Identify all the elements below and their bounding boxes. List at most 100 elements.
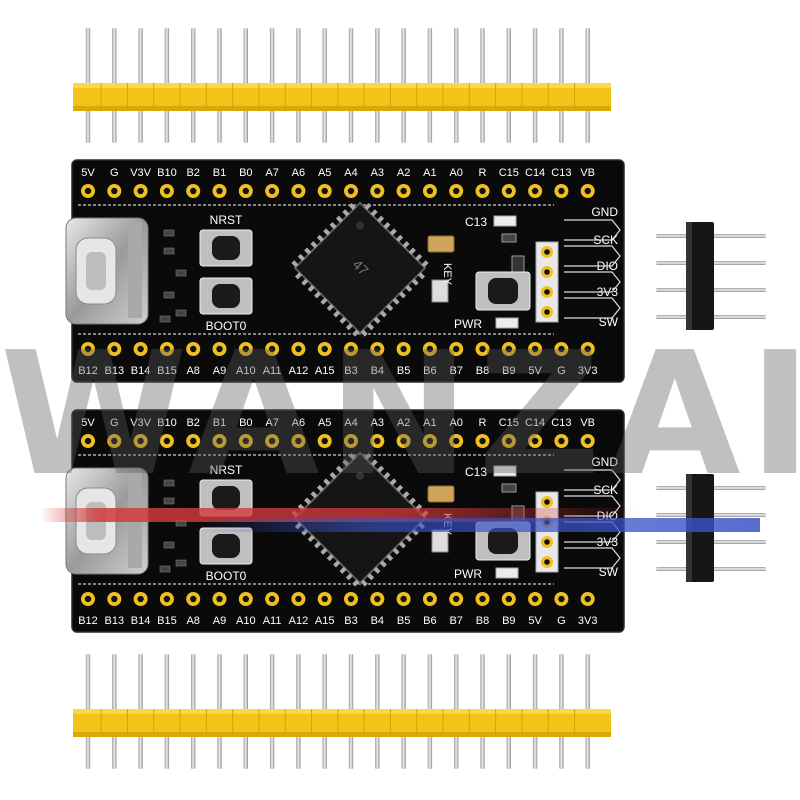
mcu-lead bbox=[304, 247, 312, 255]
pin-label: C15 bbox=[499, 417, 519, 429]
pin-hole bbox=[190, 437, 197, 445]
header-strips bbox=[73, 28, 611, 769]
pin-hole bbox=[400, 345, 407, 353]
swd-hole bbox=[544, 289, 550, 295]
smd-part bbox=[163, 541, 175, 549]
pin-label: B9 bbox=[502, 615, 515, 627]
pin-hole bbox=[137, 595, 144, 603]
pin-label: V3V bbox=[130, 417, 151, 429]
watermark-stripes bbox=[40, 508, 760, 532]
pin-hole bbox=[242, 437, 249, 445]
swd-arrow bbox=[564, 547, 621, 569]
pin-hole bbox=[268, 437, 276, 445]
power-led bbox=[495, 317, 519, 329]
pin-hole bbox=[242, 187, 249, 195]
pin-hole bbox=[374, 595, 381, 603]
pin-hole bbox=[268, 187, 276, 195]
pin-hole bbox=[111, 437, 118, 445]
header-strip-top bbox=[73, 28, 611, 143]
pin-hole bbox=[111, 187, 118, 195]
pin-hole bbox=[216, 345, 223, 353]
pin-label: B13 bbox=[105, 615, 125, 627]
swd-arrow bbox=[564, 245, 621, 267]
pin-hole bbox=[347, 345, 355, 353]
pin-hole bbox=[190, 345, 197, 353]
pin-hole bbox=[531, 437, 539, 445]
pin-hole bbox=[453, 187, 460, 195]
pin-label: A3 bbox=[371, 167, 384, 179]
pin-label: A7 bbox=[265, 167, 278, 179]
smd-part bbox=[163, 247, 175, 255]
mcu-lead bbox=[392, 547, 400, 555]
mcu-lead bbox=[314, 291, 322, 299]
mcu-lead bbox=[364, 452, 372, 461]
mcu-lead bbox=[367, 323, 375, 331]
mcu-lead bbox=[316, 484, 324, 492]
pin-hole bbox=[268, 345, 276, 353]
mcu-lead bbox=[320, 547, 328, 555]
smd-part bbox=[159, 565, 171, 573]
led-label: C13 bbox=[465, 465, 487, 479]
pin-hole bbox=[558, 187, 565, 195]
pin-label: 5V bbox=[528, 615, 542, 627]
pin-hole bbox=[321, 595, 328, 603]
pin-label: B0 bbox=[239, 417, 252, 429]
mcu-lead bbox=[411, 278, 419, 286]
pin-label: B12 bbox=[78, 365, 98, 377]
pin-hole bbox=[163, 437, 171, 445]
pin-hole bbox=[400, 187, 407, 195]
mcu-lead bbox=[383, 222, 391, 230]
pin-label: A1 bbox=[423, 167, 436, 179]
reset-label: NRST bbox=[210, 213, 243, 227]
boot-button bbox=[199, 277, 253, 315]
usb-c-connector bbox=[65, 217, 149, 325]
pin-label: B6 bbox=[423, 615, 436, 627]
mcu-lead bbox=[333, 310, 341, 318]
pin-label: B9 bbox=[502, 365, 515, 377]
mcu-pin1-dot bbox=[356, 471, 364, 480]
pin-label: B5 bbox=[397, 615, 410, 627]
mcu-lead bbox=[329, 222, 337, 230]
boot-button bbox=[199, 527, 253, 565]
pin-label: G bbox=[557, 365, 566, 377]
mcu-lead bbox=[345, 323, 353, 331]
pin-hole bbox=[505, 595, 512, 603]
swd-arrow bbox=[564, 219, 621, 241]
pin-label: B8 bbox=[476, 365, 489, 377]
pin-hole bbox=[453, 345, 460, 353]
pin-hole bbox=[84, 187, 92, 195]
swd-hole bbox=[544, 249, 550, 255]
pin-label: A3 bbox=[371, 417, 384, 429]
mcu-lead bbox=[342, 459, 350, 467]
reset-button bbox=[199, 479, 253, 517]
header-plastic-highlight bbox=[73, 83, 611, 88]
mcu-lead bbox=[364, 202, 372, 211]
header-body-highlight bbox=[686, 222, 692, 330]
mcu-lead bbox=[389, 228, 397, 236]
pin-label: B10 bbox=[157, 417, 177, 429]
pin-hole bbox=[426, 437, 434, 445]
pin-label: B6 bbox=[423, 365, 436, 377]
pin-hole bbox=[216, 187, 223, 195]
button-cap bbox=[488, 278, 518, 304]
power-label: PWR bbox=[454, 317, 482, 331]
pin-label: A9 bbox=[213, 365, 226, 377]
button-cap bbox=[488, 528, 518, 554]
mcu-lead bbox=[373, 316, 381, 324]
usb-rear bbox=[128, 222, 142, 318]
mcu-lead bbox=[402, 491, 410, 499]
smd-part bbox=[175, 559, 187, 567]
swd-label: GND bbox=[591, 455, 618, 469]
pin-hole bbox=[321, 437, 328, 445]
pin-label: A7 bbox=[265, 417, 278, 429]
key-button bbox=[475, 271, 531, 311]
pin-hole bbox=[137, 437, 144, 445]
pin-label: A5 bbox=[318, 417, 331, 429]
pin-hole bbox=[584, 437, 591, 445]
pin-hole bbox=[190, 595, 197, 603]
key-label: KEY bbox=[441, 263, 453, 286]
pin-label: B12 bbox=[78, 615, 98, 627]
header-body bbox=[686, 222, 714, 330]
pin-hole bbox=[295, 595, 302, 603]
